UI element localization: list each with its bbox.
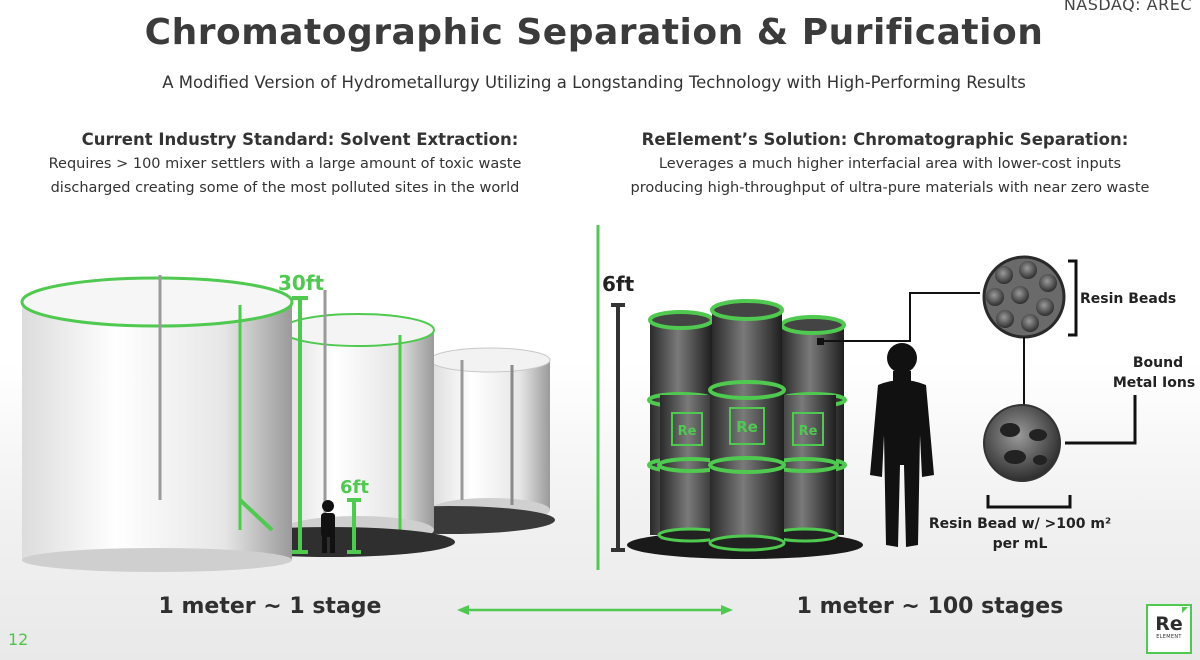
single-resin-bead <box>984 405 1060 481</box>
tank-middle <box>282 290 434 544</box>
height-6ft-marker-right <box>611 305 625 550</box>
comparison-arrow <box>455 600 735 620</box>
bead-size-bracket <box>988 495 1070 507</box>
label-6ft-left: 6ft <box>340 477 369 498</box>
logo-text: Re <box>1148 614 1190 634</box>
page-title: Chromatographic Separation & Purificatio… <box>0 12 1188 53</box>
label-30ft: 30ft <box>278 271 325 295</box>
left-heading: Current Industry Standard: Solvent Extra… <box>40 130 560 149</box>
page-subtitle: A Modified Version of Hydrometallurgy Ut… <box>0 73 1188 92</box>
tank-back <box>430 348 550 522</box>
label-metal-ions: Metal Ions <box>1113 375 1195 391</box>
reelement-logo: Re ELEMENT <box>1146 604 1192 654</box>
tank-front <box>22 275 292 572</box>
label-bead-capacity: Resin Bead w/ >100 m² <box>929 516 1111 532</box>
resin-beads-bracket <box>1068 261 1076 335</box>
left-body: Requires > 100 mixer settlers with a lar… <box>30 152 540 200</box>
right-heading: ReElement’s Solution: Chromatographic Se… <box>615 130 1155 149</box>
column-logo-text-right: Re <box>799 424 818 439</box>
logo-corner-mark <box>1182 607 1188 613</box>
column-logo-text-center: Re <box>736 418 758 436</box>
person-silhouette-large <box>870 343 934 547</box>
right-body: Leverages a much higher interfacial area… <box>630 152 1150 200</box>
chromatographic-columns-illustration: 6ft Re Re <box>590 225 1200 580</box>
label-bead-per-ml: per mL <box>993 536 1048 552</box>
solvent-extraction-tanks-illustration: 30ft 6ft <box>0 230 590 580</box>
resin-bead-cluster <box>984 257 1064 337</box>
label-6ft-right: 6ft <box>602 272 635 296</box>
label-bound: Bound <box>1133 355 1183 371</box>
column-logo-text-left: Re <box>678 424 697 439</box>
label-resin-beads: Resin Beads <box>1080 291 1176 307</box>
bound-ions-bracket <box>1065 395 1135 443</box>
page-number: 12 <box>8 630 28 649</box>
left-stage-label: 1 meter ~ 1 stage <box>110 594 430 619</box>
right-stage-label: 1 meter ~ 100 stages <box>760 594 1100 619</box>
